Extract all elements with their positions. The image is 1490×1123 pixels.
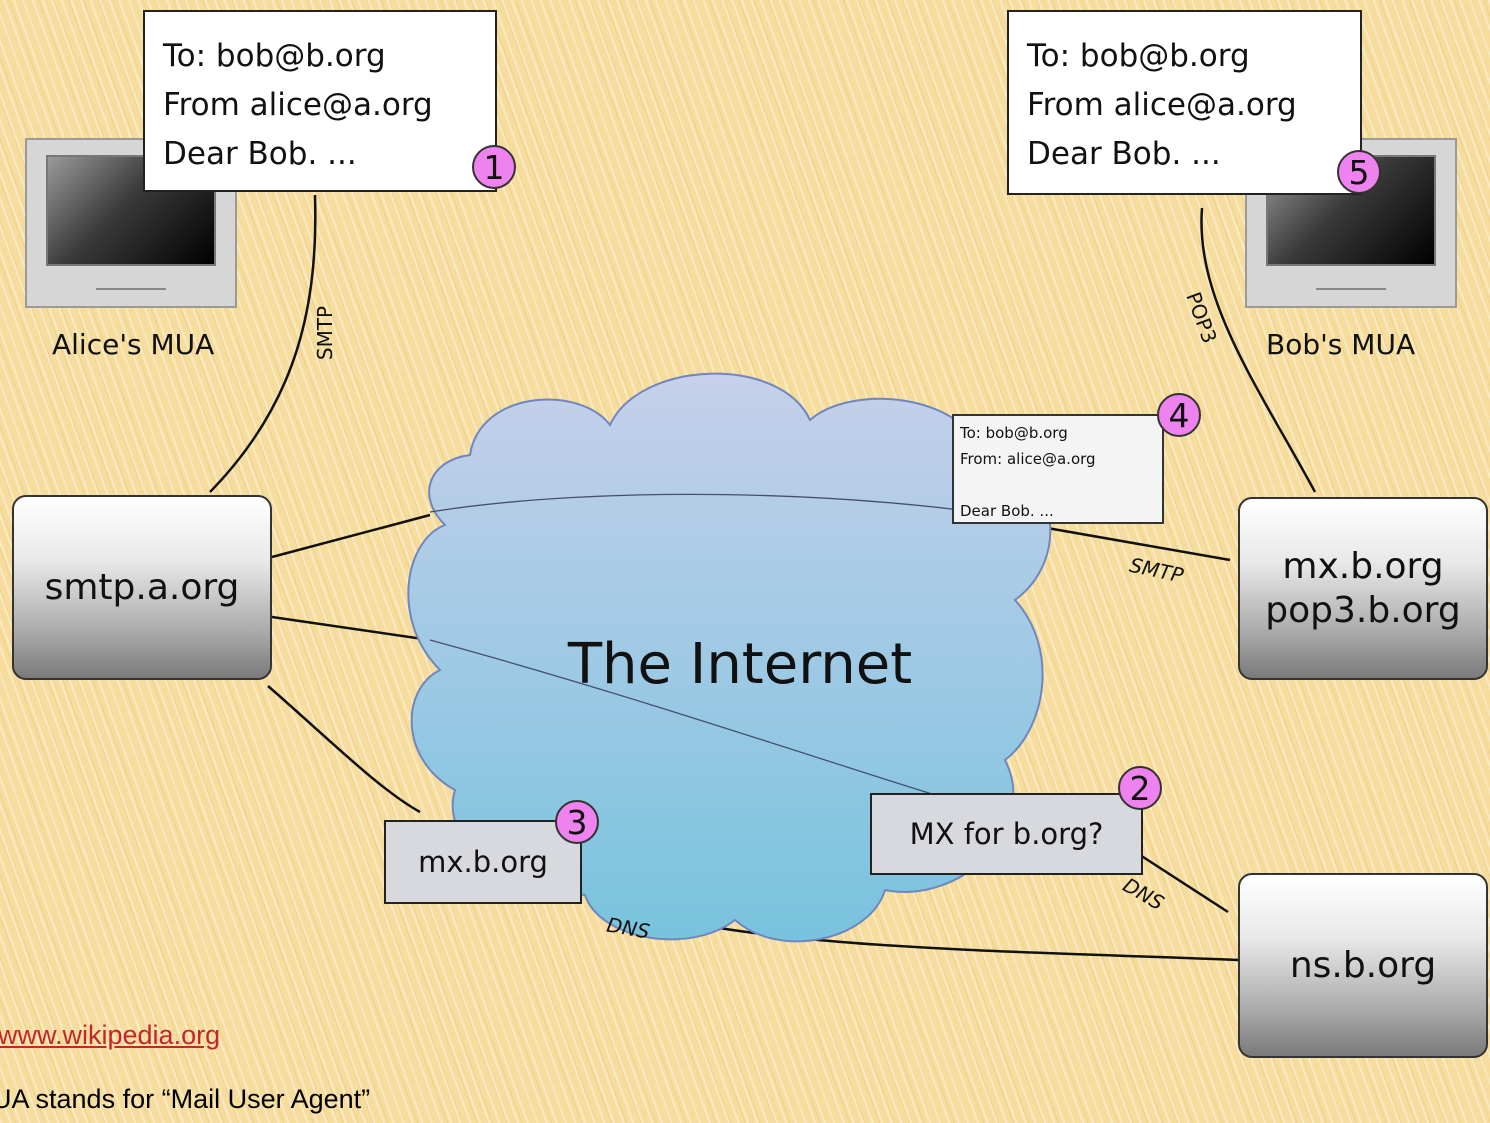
connection-lines — [209, 194, 1317, 962]
line-smtp-to-mx-answer — [267, 685, 421, 814]
transit-message-to: To: bob@b.org — [960, 424, 1068, 442]
line-smtp-to-internet-upper — [271, 513, 431, 559]
bob-mua-label: Bob's MUA — [1266, 328, 1416, 361]
line-bob-to-pop3 — [1200, 207, 1317, 493]
line-alice-to-smtp — [209, 194, 317, 493]
dns-query-box: MX for b.org? — [870, 793, 1143, 875]
transit-message-spacer — [960, 472, 1162, 498]
mx-server-label-line2: pop3.b.org — [1265, 589, 1461, 631]
smtp-server-label: smtp.a.org — [44, 566, 240, 608]
dns-query-label: MX for b.org? — [909, 817, 1104, 851]
step-4-badge: 4 — [1157, 393, 1201, 437]
source-link[interactable]: www.wikipedia.org — [0, 1020, 221, 1050]
alice-message-box: To: bob@b.org From alice@a.org Dear Bob.… — [143, 10, 497, 192]
line-smtp-to-internet-middle — [271, 615, 431, 642]
alice-message-from: From alice@a.org — [163, 87, 433, 123]
step-1-badge: 1 — [472, 145, 516, 189]
line-transit-to-mx — [1029, 523, 1231, 562]
mx-server-label-line1: mx.b.org — [1282, 545, 1444, 587]
alice-mua-label: Alice's MUA — [52, 328, 215, 361]
bob-message-body: Dear Bob. ... — [1027, 136, 1221, 172]
smtp-server-node: smtp.a.org — [12, 495, 272, 680]
crossing-line-diagonal — [429, 639, 991, 813]
dns-answer-label: mx.b.org — [418, 845, 548, 879]
internet-label: The Internet — [567, 632, 912, 697]
crossing-line-upper — [429, 493, 1031, 521]
bob-drive-slot — [1316, 288, 1386, 290]
protocol-label-dns-query: DNS — [1119, 873, 1169, 915]
ns-server-node: ns.b.org — [1238, 873, 1488, 1058]
cloud-crossing-lines — [429, 493, 1031, 813]
bob-message-from: From alice@a.org — [1027, 87, 1297, 123]
protocol-label-smtp-transfer: SMTP — [1127, 553, 1186, 588]
alice-drive-slot — [96, 288, 166, 290]
step-5-badge: 5 — [1337, 150, 1381, 194]
mua-footnote: UA stands for “Mail User Agent” — [0, 1084, 371, 1114]
ns-server-label: ns.b.org — [1289, 944, 1437, 986]
step-2-badge: 2 — [1118, 766, 1162, 810]
bob-message-box: To: bob@b.org From alice@a.org Dear Bob.… — [1007, 10, 1362, 195]
alice-message-body: Dear Bob. ... — [163, 136, 357, 172]
alice-message-to: To: bob@b.org — [163, 38, 386, 74]
transit-message-body: Dear Bob. ... — [960, 502, 1054, 520]
transit-message-box: To: bob@b.org From: alice@a.org Dear Bob… — [952, 414, 1164, 524]
dns-answer-box: mx.b.org — [384, 820, 582, 904]
step-3-badge: 3 — [555, 800, 599, 844]
line-dns-query-to-ns — [1139, 853, 1229, 914]
protocol-label-smtp-alice: SMTP — [313, 306, 337, 360]
mx-server-node: mx.b.org pop3.b.org — [1238, 497, 1488, 680]
bob-message-to: To: bob@b.org — [1027, 38, 1250, 74]
transit-message-from: From: alice@a.org — [960, 450, 1096, 468]
